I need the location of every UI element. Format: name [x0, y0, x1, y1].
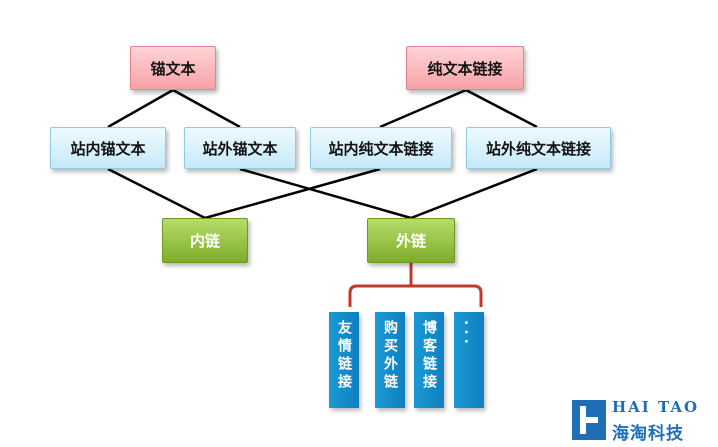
external-link-box: 外链: [367, 218, 455, 263]
external-link-type-bar: ...: [454, 312, 484, 408]
external-link-type-label: 博客链接: [421, 320, 437, 392]
plain-text-link-label: 纯文本链接: [427, 59, 503, 78]
external-link-type-label: 购买外链: [382, 320, 398, 392]
external-link-type-bar: 友情链接: [329, 312, 359, 408]
external-link-type-bar: 购买外链: [375, 312, 405, 408]
external-plain-text-link-label: 站外纯文本链接: [485, 139, 591, 158]
anchor-text-box: 锚文本: [130, 46, 216, 90]
external-link-label: 外链: [395, 232, 426, 250]
external-plain-text-link-box: 站外纯文本链接: [466, 127, 611, 169]
internal-anchor-text-label: 站内锚文本: [70, 139, 146, 158]
internal-anchor-text-box: 站内锚文本: [50, 127, 166, 169]
haitao-logo: HAI TAO 海淘科技: [572, 398, 716, 444]
external-link-type-label: ...: [461, 320, 477, 348]
internal-plain-text-link-label: 站内纯文本链接: [328, 139, 434, 158]
internal-link-label: 内链: [189, 232, 220, 250]
anchor-text-label: 锚文本: [150, 59, 196, 78]
logo-h-icon: [572, 400, 606, 440]
internal-plain-text-link-box: 站内纯文本链接: [310, 127, 452, 169]
external-anchor-text-label: 站外锚文本: [202, 139, 278, 158]
plain-text-link-box: 纯文本链接: [406, 46, 524, 90]
external-link-type-label: 友情链接: [336, 320, 352, 392]
internal-link-box: 内链: [162, 218, 248, 263]
logo-english-text: HAI TAO: [612, 398, 700, 416]
logo-chinese-text: 海淘科技: [612, 424, 684, 444]
external-anchor-text-box: 站外锚文本: [184, 127, 296, 169]
external-link-type-bar: 博客链接: [414, 312, 444, 408]
